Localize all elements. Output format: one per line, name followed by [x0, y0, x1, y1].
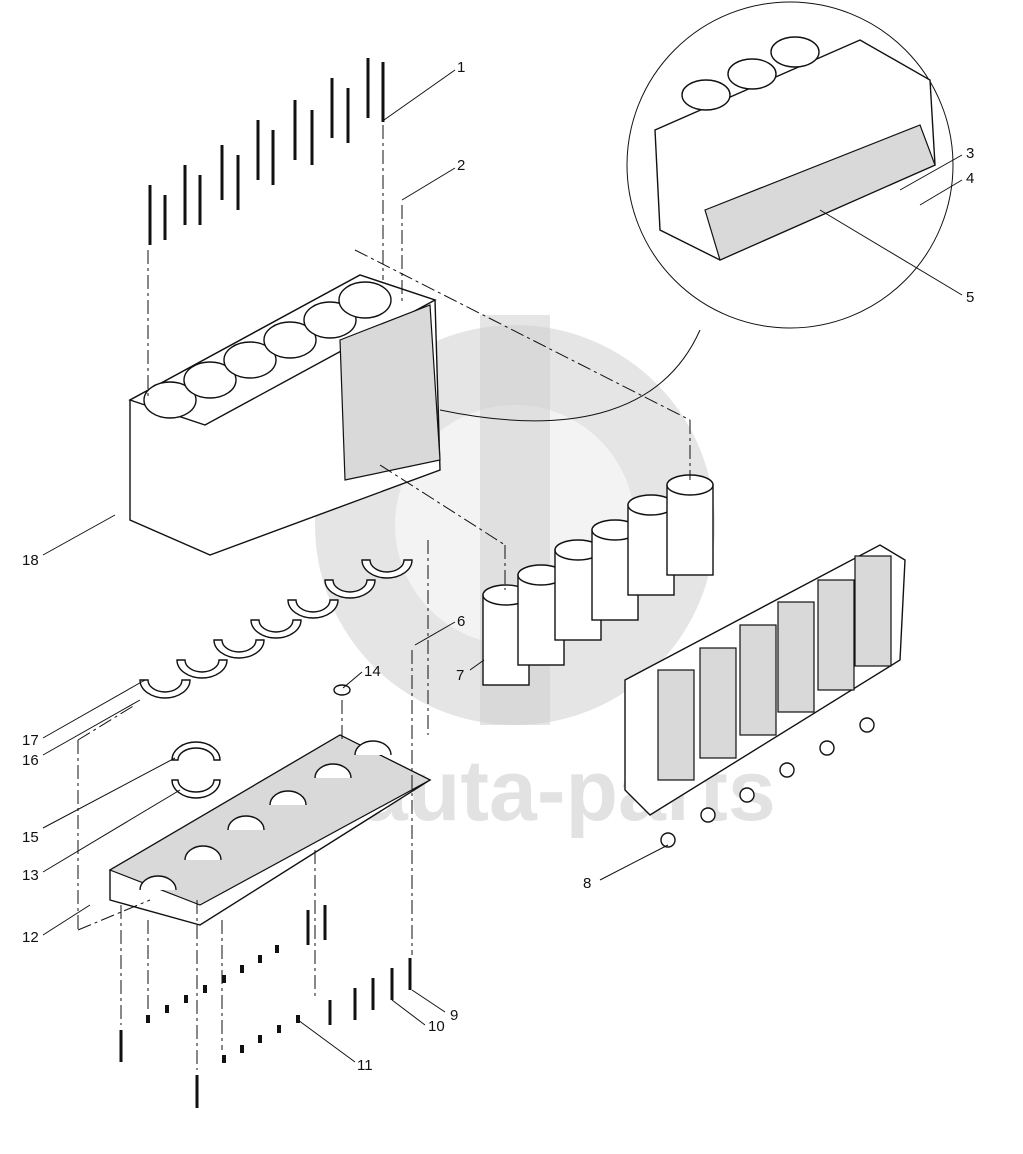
callout-labels: 1 2 3 4 5 6 7 8 9 10 11 12 13 14 15 16 1… [22, 59, 974, 1074]
callout-1: 1 [457, 59, 465, 76]
bedplate [108, 734, 432, 926]
callout-11: 11 [357, 1057, 373, 1074]
block-with-liners [624, 544, 906, 816]
callout-10: 10 [428, 1018, 445, 1035]
cylinder-liners [482, 474, 714, 686]
callout-5: 5 [966, 289, 974, 306]
callout-12: 12 [22, 929, 39, 946]
callout-15: 15 [22, 829, 39, 846]
callout-17: 17 [22, 732, 39, 749]
callout-2: 2 [457, 157, 465, 174]
callout-7: 7 [456, 667, 464, 684]
bearing-shells [139, 559, 413, 699]
alignment-lines [77, 125, 691, 1070]
thrust-washers [171, 741, 221, 799]
callout-18: 18 [22, 552, 39, 569]
liner-seals [660, 717, 875, 848]
head-studs [148, 58, 385, 245]
callout-8: 8 [583, 875, 591, 892]
engine-block [128, 274, 441, 556]
callout-6: 6 [457, 613, 465, 630]
callout-16: 16 [22, 752, 39, 769]
bedplate-bolts [119, 905, 412, 1108]
small-bolts [146, 945, 300, 1063]
callout-13: 13 [22, 867, 39, 884]
callout-3: 3 [966, 145, 974, 162]
leader-lines [42, 69, 963, 1063]
callout-9: 9 [450, 1007, 458, 1024]
detail-view [439, 1, 954, 422]
callout-14: 14 [364, 663, 381, 680]
callout-4: 4 [966, 170, 974, 187]
plug-14 [333, 684, 351, 696]
